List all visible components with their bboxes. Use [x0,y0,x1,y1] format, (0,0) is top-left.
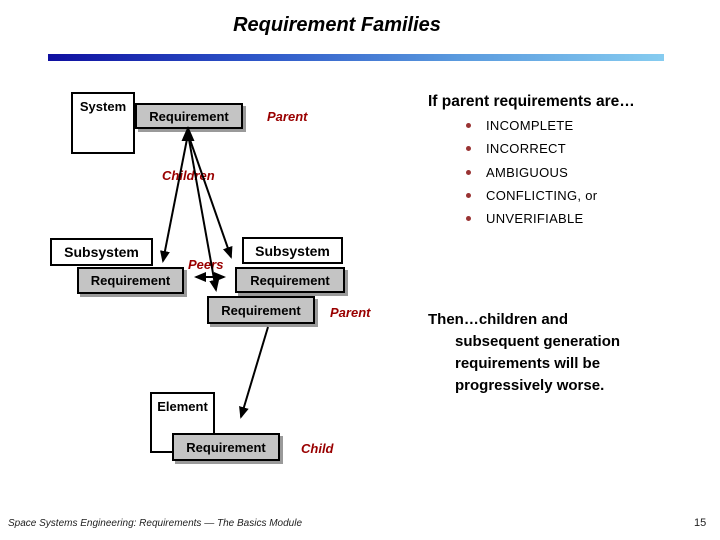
bullet-label: AMBIGUOUS [486,164,569,180]
mid-requirement-label: Requirement [221,302,301,318]
bullet-label: UNVERIFIABLE [486,210,584,226]
bullet-icon [466,122,471,128]
system-requirement-label: Requirement [149,108,229,124]
element-box-label: Element [157,399,208,414]
child-arrow [239,326,269,419]
bullet-item: INCOMPLETE [466,117,574,133]
right-panel-heading: If parent requirements are… [428,93,635,110]
footer-text: Space Systems Engineering: Requirements … [8,518,303,529]
bullet-icon [466,169,471,175]
subsystem-right-requirement-label: Requirement [250,272,330,288]
system-box: System [71,92,135,154]
then-line: Then…children and [428,311,569,328]
subsystem-left-requirement-box: Requirement [77,267,184,294]
children-label: Children [162,168,215,183]
peers-label: Peers [188,257,224,272]
page-number: 15 [694,517,707,529]
bullet-label: INCOMPLETE [486,117,574,133]
subsystem-right-box: Subsystem [242,237,343,264]
subsystem-right-requirement-box: Requirement [235,267,345,293]
then-line: requirements will be [455,355,601,372]
element-requirement-box: Requirement [172,433,280,461]
children-arrow-left [160,133,189,263]
bullet-icon [466,215,471,221]
bullet-label: INCORRECT [486,140,566,156]
bullet-item: UNVERIFIABLE [466,210,584,226]
system-requirement-box: Requirement [135,103,243,129]
then-paragraph: Then…children and subsequent generation … [428,309,668,397]
bullet-item: CONFLICTING, or [466,187,597,203]
child-label: Child [301,441,334,456]
then-line: progressively worse. [455,377,605,394]
parent-label-mid: Parent [330,305,371,320]
mid-requirement-box: Requirement [207,296,315,324]
bullet-item: INCORRECT [466,140,566,156]
bullet-icon [466,192,471,198]
subsystem-right-label: Subsystem [255,242,330,259]
children-arrow-right [187,133,233,259]
system-box-label: System [79,99,127,114]
then-line: subsequent generation [455,333,621,350]
bullet-icon [466,145,471,151]
bullet-label: CONFLICTING, or [486,187,598,203]
title-divider-bar [48,54,664,61]
parent-label-top: Parent [267,109,308,124]
subsystem-left-label: Subsystem [64,244,139,260]
subsystem-left-requirement-label: Requirement [90,273,171,288]
bullet-item: AMBIGUOUS [466,164,568,180]
slide-title: Requirement Families [233,14,441,36]
element-requirement-label: Requirement [186,439,266,455]
subsystem-left-box: Subsystem [50,238,153,266]
